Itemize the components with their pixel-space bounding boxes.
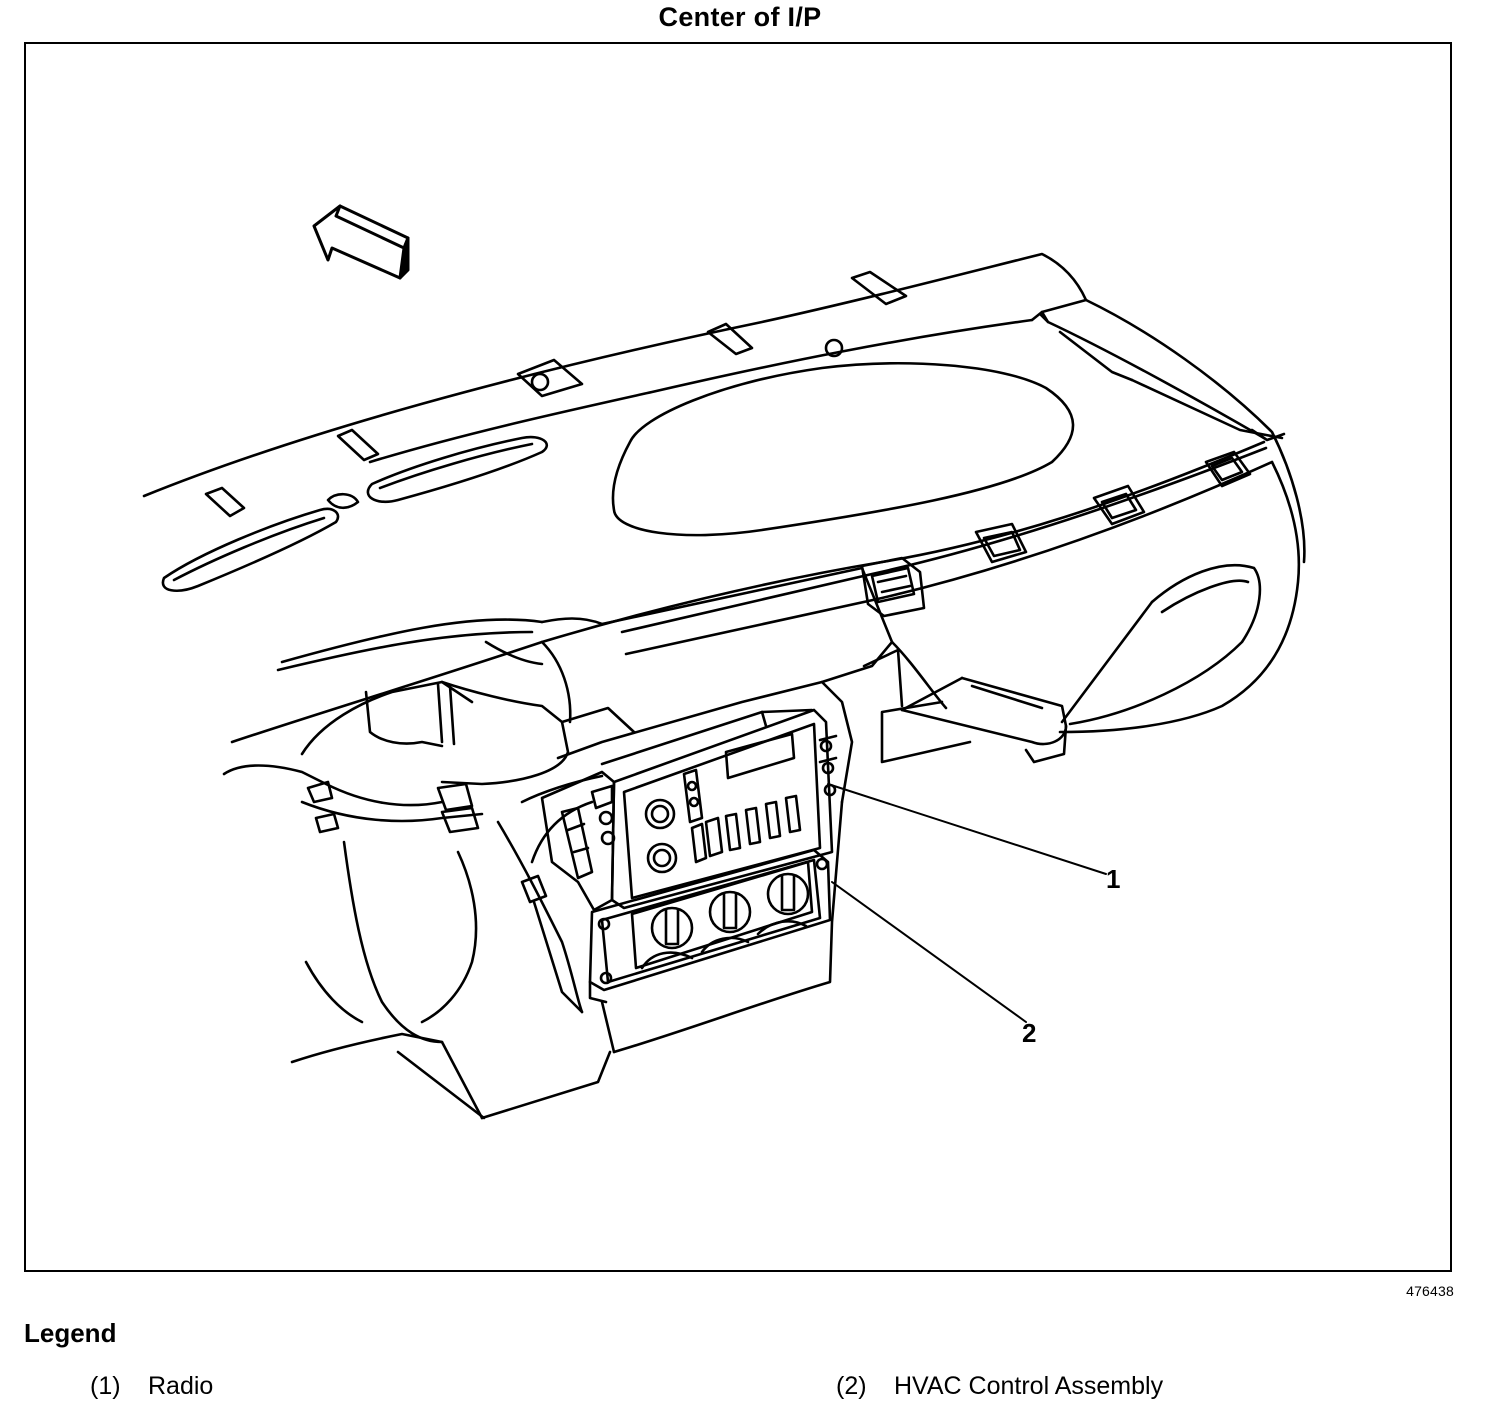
hvac-control-panel [588, 848, 832, 1004]
center-stack-housing [520, 640, 904, 1054]
legend-item-label: Radio [148, 1372, 214, 1400]
figure-number: 476438 [1406, 1283, 1454, 1299]
callout-leaders [827, 783, 1107, 1023]
top-pad-clips [204, 270, 908, 518]
speaker-grille [611, 362, 1075, 537]
air-vent-right-3 [1204, 450, 1252, 488]
legend-item-hvac-control-assembly: (2) HVAC Control Assembly [836, 1372, 1163, 1401]
legend-item-number: (1) [90, 1372, 121, 1400]
legend-item-number: (2) [836, 1372, 867, 1400]
callout-1-leader [827, 783, 1107, 875]
defroster-vent-left [161, 507, 340, 592]
legend-heading: Legend [24, 1318, 117, 1348]
forward-arrow-icon [312, 204, 410, 280]
radio-bracket [540, 770, 616, 912]
defroster-vent-center [366, 435, 549, 504]
air-vent-center [860, 556, 926, 618]
diagram-title: Center of I/P [658, 2, 822, 32]
glove-box-opening [880, 563, 1262, 764]
legend-item-radio: (1) Radio [90, 1372, 213, 1401]
air-vent-right-2 [1092, 484, 1146, 526]
illustration-frame: 1 2 [24, 42, 1452, 1272]
dashboard-top [142, 252, 1306, 564]
legend-item-label: HVAC Control Assembly [894, 1372, 1164, 1400]
air-vent-right-1 [974, 522, 1028, 564]
dashboard-face [230, 440, 1301, 744]
callout-2-leader [831, 881, 1027, 1023]
callout-1-label: 1 [1106, 864, 1120, 894]
callout-2-label: 2 [1022, 1018, 1036, 1048]
lower-console-left [222, 640, 636, 1120]
instrument-panel-illustration: 1 2 [142, 204, 1306, 1120]
